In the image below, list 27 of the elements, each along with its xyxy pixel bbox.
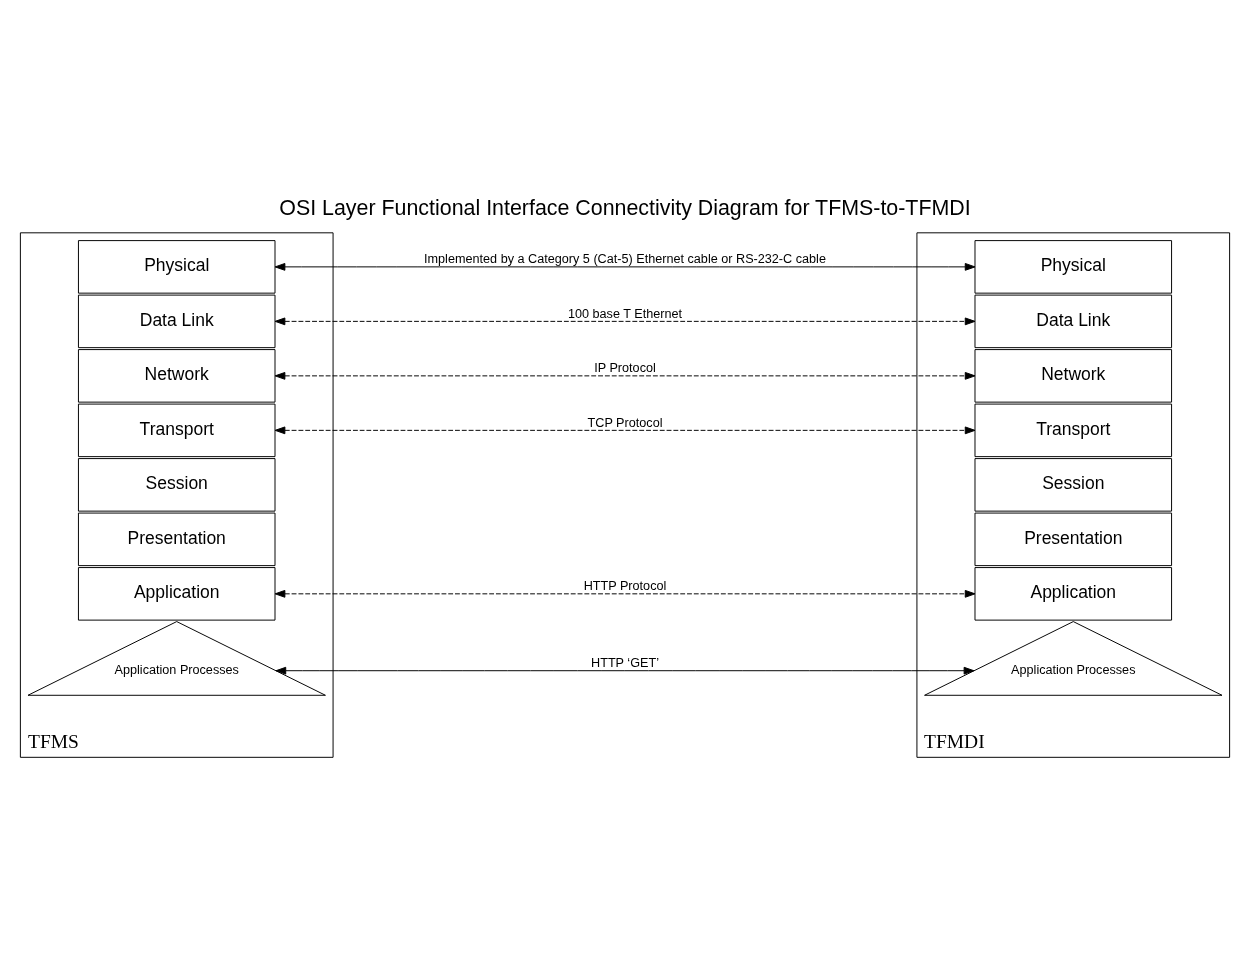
node-box: Presentation [77, 512, 276, 567]
edge-label: TCP Protocol [587, 415, 663, 430]
node-box: Data Link [77, 294, 276, 349]
arrow [274, 426, 976, 435]
node-box: Transport [77, 403, 276, 458]
edge-label: HTTP ‘GET’ [591, 656, 659, 671]
edge-label: Implemented by a Category 5 (Cat-5) Ethernet cable or RS-232-C cable [424, 252, 826, 267]
node-box: Application [974, 567, 1173, 621]
arrow [274, 317, 976, 326]
edge-label: HTTP Protocol [583, 579, 667, 594]
node-box: Network [77, 349, 276, 403]
node-box: Session [77, 458, 276, 512]
node-box: Network [974, 349, 1173, 403]
node-box: Physical [974, 240, 1173, 294]
edge-label: IP Protocol [594, 361, 656, 376]
node-box: Data Link [974, 294, 1173, 349]
diagram-title: OSI Layer Functional Interface Connectivity Diagram for TFMS-to-TFMDI [279, 195, 971, 220]
node-box: Presentation [974, 512, 1173, 567]
node-box: Session [974, 458, 1173, 512]
arrow [274, 589, 976, 598]
arrow [275, 666, 975, 675]
arrow [274, 263, 976, 271]
edge-label: 100 base T Ethernet [567, 306, 683, 321]
node-box: Physical [77, 240, 276, 294]
node-box: Application [77, 567, 276, 621]
node-box: Transport [974, 403, 1173, 458]
arrow [274, 371, 976, 380]
